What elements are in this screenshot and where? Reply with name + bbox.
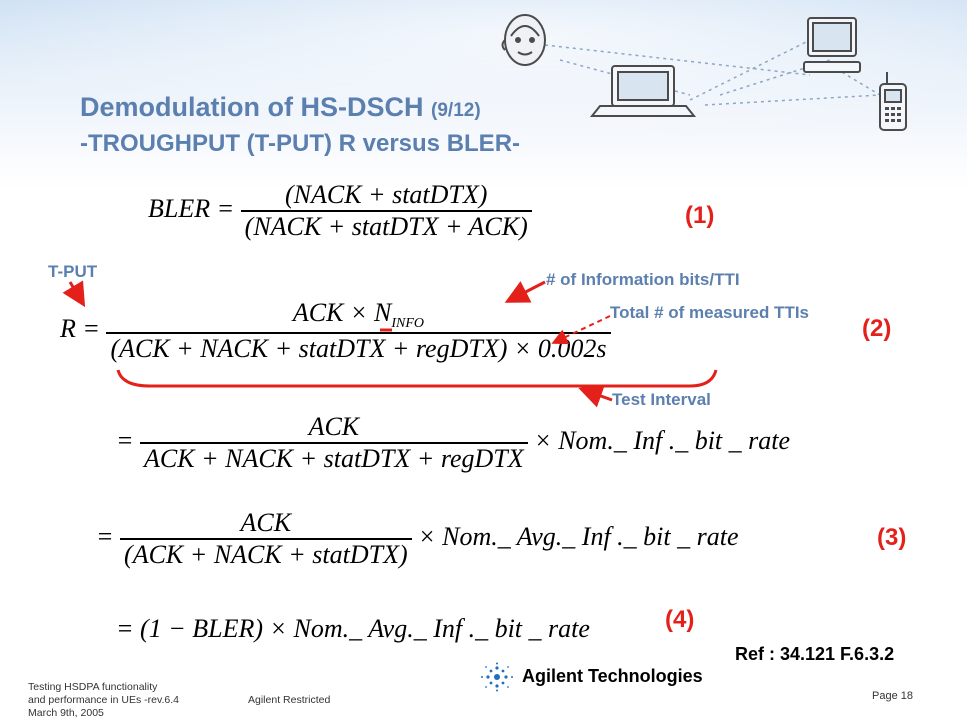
equation-number-2: (2) — [862, 315, 892, 342]
total-ttis-annotation: Total # of measured TTIs — [610, 303, 810, 322]
bler-numerator: (NACK + statDTX) — [284, 180, 488, 209]
tput-arrow — [62, 280, 86, 308]
r-numerator: ACK × NINFO — [292, 298, 425, 332]
mobile-phone-icon — [879, 72, 907, 131]
person-head-icon — [501, 14, 546, 66]
line3-tail: × Nom._ Avg._ Inf ._ bit _ rate — [418, 521, 739, 551]
line2-eq: = — [116, 425, 134, 455]
company-name: Agilent Technologies — [522, 666, 703, 686]
bler-denominator: (NACK + statDTX + ACK) — [240, 210, 532, 242]
title-main: Demodulation of HS-DSCH — [80, 92, 424, 122]
bler-lhs: BLER = — [148, 193, 235, 223]
n-info-subscript: INFO — [391, 316, 425, 332]
r-fraction: ACK × NINFO (ACK + NACK + statDTX + regD… — [106, 298, 611, 364]
line2-denominator: ACK + NACK + statDTX + regDTX — [140, 442, 528, 474]
r-denominator: (ACK + NACK + statDTX + regDTX) × 0.002s — [106, 332, 611, 364]
line3-fraction: ACK (ACK + NACK + statDTX) — [120, 508, 412, 570]
r-lhs: R = — [60, 314, 100, 344]
laptop-icon — [589, 65, 697, 117]
page-title: Demodulation of HS-DSCH (9/12) — [80, 92, 481, 123]
equation-number-3: (3) — [877, 524, 907, 551]
equation-bler: BLER = (NACK + statDTX) (NACK + statDTX … — [148, 180, 532, 242]
equation-line2: = ACK ACK + NACK + statDTX + regDTX × No… — [116, 412, 790, 474]
footer-restricted: Agilent Restricted — [248, 694, 331, 706]
footer-line2: and performance in UEs -rev.6.4 — [28, 694, 179, 706]
equation-number-1: (1) — [685, 202, 715, 229]
total-ttis-arrow — [551, 315, 611, 345]
line2-numerator: ACK — [308, 412, 360, 441]
line3-eq: = — [96, 521, 114, 551]
agilent-starburst-logo — [481, 662, 513, 692]
equation-line4: = (1 − BLER) × Nom._ Avg._ Inf ._ bit _ … — [116, 614, 590, 643]
line3-denominator: (ACK + NACK + statDTX) — [120, 538, 412, 570]
tput-label: T-PUT — [48, 262, 98, 281]
network-illustration — [0, 0, 967, 180]
line3-numerator: ACK — [240, 508, 292, 537]
test-interval-arrow — [578, 384, 613, 408]
footer-line3: March 9th, 2005 — [28, 707, 104, 719]
page-subtitle: -TROUGHPUT (T-PUT) R versus BLER- — [80, 130, 521, 157]
equation-line3: = ACK (ACK + NACK + statDTX) × Nom._ Avg… — [96, 508, 739, 570]
info-bits-arrow — [504, 280, 546, 303]
line2-fraction: ACK ACK + NACK + statDTX + regDTX — [140, 412, 528, 474]
info-bits-annotation: # of Information bits/TTI — [546, 270, 740, 289]
reference-label: Ref : 34.121 F.6.3.2 — [735, 644, 895, 664]
title-suffix: (9/12) — [431, 100, 481, 121]
equation-throughput: R = ACK × NINFO (ACK + NACK + statDTX + … — [60, 298, 611, 364]
desktop-monitor-icon — [803, 17, 861, 73]
footer-doc-info: Testing HSDPA functionality and performa… — [28, 681, 179, 720]
line2-tail: × Nom._ Inf ._ bit _ rate — [534, 425, 791, 455]
equation-number-4: (4) — [665, 606, 695, 633]
test-interval-annotation: Test Interval — [612, 390, 711, 409]
page-number: Page 18 — [872, 690, 913, 702]
footer-line1: Testing HSDPA functionality — [28, 681, 158, 693]
bler-fraction: (NACK + statDTX) (NACK + statDTX + ACK) — [240, 180, 532, 242]
test-interval-brace — [116, 369, 718, 388]
